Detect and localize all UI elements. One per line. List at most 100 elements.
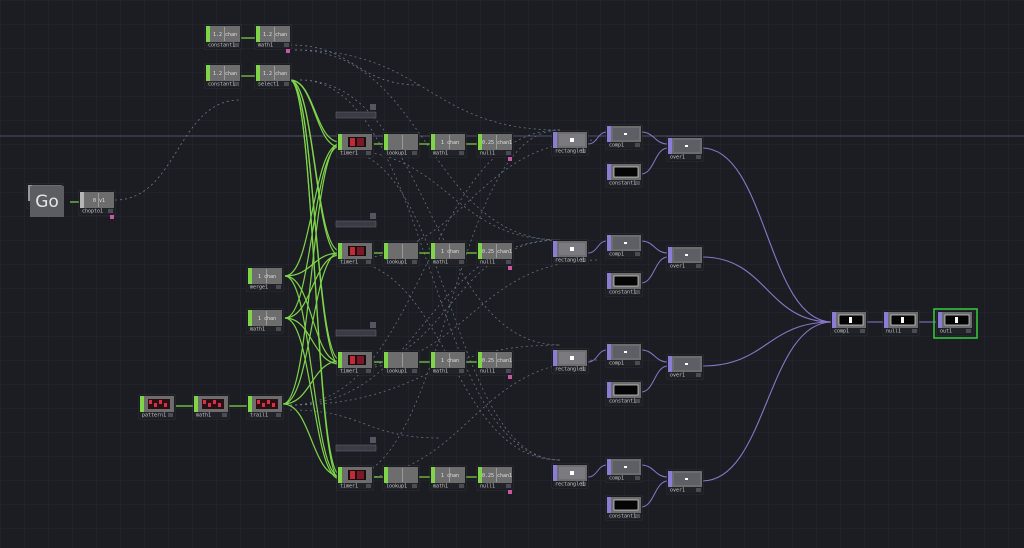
timer-node[interactable]: timer1 <box>336 350 374 376</box>
node-wire <box>282 403 341 477</box>
node-name-label: lookup1 <box>386 150 407 156</box>
lookup-node[interactable]: lookup1 <box>382 465 420 491</box>
switch-strip[interactable] <box>335 104 377 119</box>
rect-node[interactable]: rectangle1 <box>551 239 589 265</box>
node-name-label: rectangle1 <box>555 481 585 487</box>
compout-node[interactable]: comp1 <box>830 310 868 336</box>
node-wire <box>640 365 669 393</box>
node-name-label: constant1 <box>609 289 636 295</box>
comp-node[interactable]: comp1 <box>605 233 643 259</box>
node-name-label: constant1 <box>609 513 636 519</box>
node-name-label: null1 <box>480 368 495 374</box>
constant-node[interactable]: constant1 <box>605 162 643 188</box>
node-wire <box>640 464 669 478</box>
node-name-label: pattern1 <box>142 412 166 418</box>
switch-strip[interactable] <box>335 322 377 337</box>
node-wire <box>587 240 608 254</box>
node-wire <box>289 79 341 366</box>
lookup-node[interactable]: lookup1 <box>382 350 420 376</box>
over-node[interactable]: over1 <box>666 469 704 495</box>
node-name-label: lookup1 <box>386 368 407 374</box>
node-wire <box>289 79 341 148</box>
node-wire <box>640 349 669 363</box>
node-wire <box>640 131 669 145</box>
dashed-export-wire <box>289 44 421 86</box>
node-name-label: comp1 <box>609 251 624 257</box>
node-wire <box>282 142 341 405</box>
node-readout: 0.25 chan1 <box>482 358 512 364</box>
lfo-a-node[interactable]: 1.2 chan constant1 <box>204 24 242 50</box>
rect-node[interactable]: rectangle1 <box>551 463 589 489</box>
node-wire <box>701 321 833 482</box>
constant-node[interactable]: constant1 <box>605 380 643 406</box>
dashed-export-wire <box>289 409 441 439</box>
node-name-label: comp1 <box>609 142 624 148</box>
comp-node[interactable]: comp1 <box>605 342 643 368</box>
constant-node[interactable]: constant1 <box>605 271 643 297</box>
switch-strip[interactable] <box>335 437 377 452</box>
timer-node[interactable]: timer1 <box>336 132 374 158</box>
null-out-node[interactable]: null1 <box>882 310 920 336</box>
node-readout: 1.2 chan <box>213 32 237 38</box>
node-name-label: rectangle1 <box>555 366 585 372</box>
node-wire <box>701 147 833 323</box>
timer-node[interactable]: timer1 <box>336 465 374 491</box>
node-wire <box>701 321 833 367</box>
node-name-label: math1 <box>433 368 448 374</box>
node-name-label: constant1 <box>609 398 636 404</box>
switch-strip[interactable] <box>335 213 377 228</box>
node-name-label: lookup1 <box>386 483 407 489</box>
param1-node[interactable]: pattern1 <box>138 394 176 420</box>
over-node[interactable]: over1 <box>666 136 704 162</box>
rect-node[interactable]: rectangle1 <box>551 130 589 156</box>
node-wire <box>284 275 341 478</box>
node-wire <box>587 349 608 363</box>
node-wire <box>640 256 669 284</box>
null-node[interactable]: 0.25 chan1 null1 <box>476 350 514 379</box>
comp-node[interactable]: comp1 <box>605 124 643 150</box>
node-name-label: merge1 <box>250 284 268 290</box>
lookup-node[interactable]: lookup1 <box>382 132 420 158</box>
node-wire <box>284 275 341 363</box>
node-name-label: math1 <box>196 412 211 418</box>
rect-node[interactable]: rectangle1 <box>551 348 589 374</box>
math-row-node[interactable]: math1 <box>192 394 230 420</box>
node-wire <box>701 256 833 323</box>
timer-node[interactable]: timer1 <box>336 241 374 267</box>
node-name-label: math1 <box>258 42 273 48</box>
node-name-label: rectangle1 <box>555 257 585 263</box>
node-name-label: null1 <box>480 150 495 156</box>
node-wire <box>640 480 669 508</box>
output-node-selected[interactable]: out1 <box>933 308 978 339</box>
constant-node[interactable]: constant1 <box>605 495 643 521</box>
over-node[interactable]: over1 <box>666 245 704 271</box>
go-button[interactable]: Go <box>30 186 64 217</box>
node-readout: 1 chan <box>441 249 459 255</box>
node-readout: 0.25 chan1 <box>482 473 512 479</box>
comp-node[interactable]: comp1 <box>605 457 643 483</box>
lookup-node[interactable]: lookup1 <box>382 241 420 267</box>
over-node[interactable]: over1 <box>666 354 704 380</box>
node-name-label: math1 <box>433 150 448 156</box>
node-name-label: timer1 <box>340 368 358 374</box>
trail-row-node[interactable]: trail1 <box>246 394 284 420</box>
node-name-label: over1 <box>670 263 685 269</box>
node-name-label: constant1 <box>208 42 235 48</box>
node-name-label: lookup1 <box>386 259 407 265</box>
dashed-export-wire <box>339 149 561 241</box>
